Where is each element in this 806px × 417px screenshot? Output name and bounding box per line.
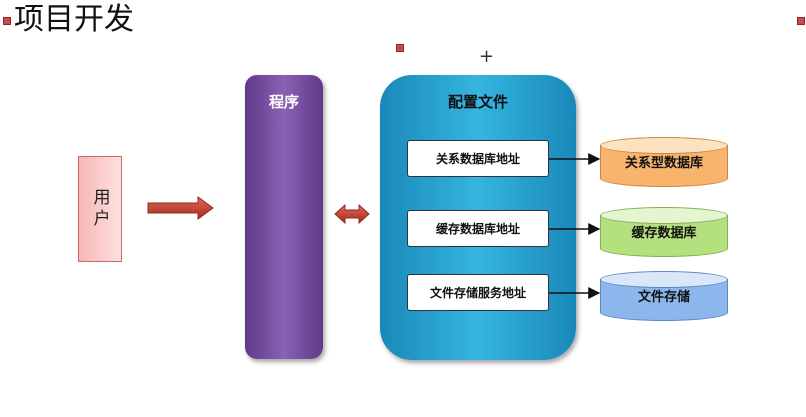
slide-title: 项目开发 [14, 2, 134, 37]
selection-handle[interactable] [797, 17, 805, 25]
config-file-node: 配置文件 关系数据库地址 缓存数据库地址 文件存储服务地址 [380, 75, 576, 360]
config-item-relational-db-address: 关系数据库地址 [407, 140, 549, 177]
program-config-bidirectional-arrow [334, 203, 370, 225]
relational-database-label: 关系型数据库 [624, 156, 703, 171]
selection-handle[interactable] [396, 44, 404, 52]
config-file-label: 配置文件 [447, 93, 508, 111]
selection-handle[interactable] [3, 17, 11, 25]
file-storage-label: 文件存储 [637, 290, 690, 305]
config-item-cache-db-address: 缓存数据库地址 [407, 210, 549, 247]
relational-database-node: 关系型数据库 [600, 137, 728, 187]
cache-database-node: 缓存数据库 [600, 207, 728, 257]
user-to-program-arrow [147, 196, 214, 220]
config-item-file-storage-address: 文件存储服务地址 [407, 274, 549, 311]
file-storage-node: 文件存储 [600, 271, 728, 321]
program-label: 程序 [268, 93, 299, 111]
crosshair-cursor-icon: + [479, 46, 495, 67]
cache-database-label: 缓存数据库 [631, 226, 697, 241]
user-label: 用户 [89, 188, 110, 230]
program-node: 程序 [245, 75, 323, 359]
user-node: 用户 [78, 156, 122, 262]
